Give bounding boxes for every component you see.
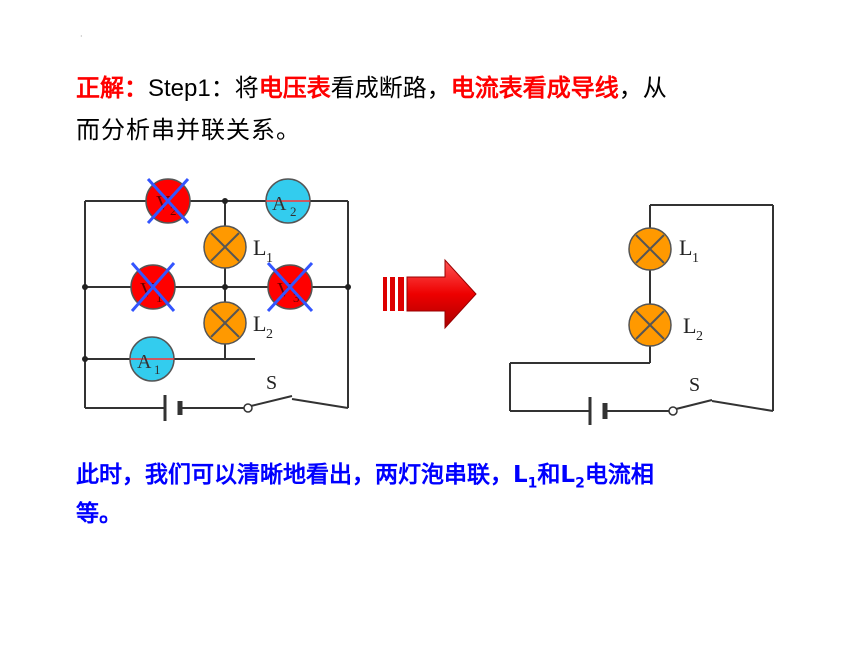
l2-symbol: L [560,462,576,488]
svg-text:3: 3 [293,290,300,305]
original-circuit-diagram: S V 2 A 2 V 1 V 3 [82,177,351,421]
cross-icon [130,262,176,312]
switch-icon [243,395,293,413]
lamp-l2-icon [628,303,672,347]
ammeter-phrase: 电流表看成导线 [450,74,619,102]
battery-icon [163,395,183,421]
switch-icon [668,399,713,416]
battery-icon [588,397,608,425]
open-circuit-phrase: 看成断路， [330,74,451,102]
lamp-l1-icon [203,225,247,269]
left-lamp-l2-label: L [253,311,266,336]
solution-line-2: 而分析串并联关系。 [76,116,301,144]
lamp-l1-icon [628,227,672,271]
transform-arrow-icon [383,258,477,330]
voltmeter-phrase: 电压表 [258,74,331,102]
left-switch-label: S [266,372,277,394]
solution-label: 正解： [76,74,148,102]
right-lamp-l2-sub: 2 [696,329,703,344]
conclusion-text: 此时，我们可以清晰地看出，两灯泡串联， [76,462,513,488]
right-switch-label: S [689,374,700,396]
conclusion-line-2: 等。 [76,501,122,527]
voltmeter-v2: V 2 [145,177,191,225]
ammeter-a2: A 2 [265,178,311,224]
svg-text:1: 1 [154,362,161,377]
right-lamp-l1-sub: 1 [692,251,699,266]
left-lamp-l1-sub: 1 [266,251,273,266]
slide-dot: · [80,32,83,41]
and-text: 和 [537,462,561,488]
conclusion-line-1: 此时，我们可以清晰地看出，两灯泡串联，L1和L2电流相 [76,455,654,492]
l1-subscript: 1 [527,475,538,492]
svg-text:A: A [137,351,152,373]
ammeter-a1: A 1 [129,336,175,382]
right-lamp-l1-label: L [679,235,692,260]
right-lamp-l2-label: L [683,313,696,338]
line1-suffix: ，从 [618,74,667,102]
cross-icon [146,177,190,225]
simplified-circuit-diagram: S L 1 L 2 [509,204,774,425]
lamp-l2-icon [203,301,247,345]
cross-icon [266,261,314,313]
voltmeter-v3: V 3 [266,261,314,313]
voltmeter-v1: V 1 [130,262,176,312]
svg-text:2: 2 [290,204,297,219]
left-lamp-l1-label: L [253,235,266,260]
step-text: Step1：将 [148,75,259,102]
l1-symbol: L [513,462,528,488]
l2-subscript: 2 [575,475,585,492]
svg-text:A: A [272,193,287,215]
solution-line-1: 正解：Step1：将电压表看成断路，电流表看成导线，从 [76,68,667,103]
svg-text:2: 2 [170,203,177,218]
current-equal-text: 电流相 [584,462,654,488]
left-lamp-l2-sub: 2 [266,327,273,342]
svg-text:1: 1 [156,290,163,305]
left-junctions [82,198,351,362]
